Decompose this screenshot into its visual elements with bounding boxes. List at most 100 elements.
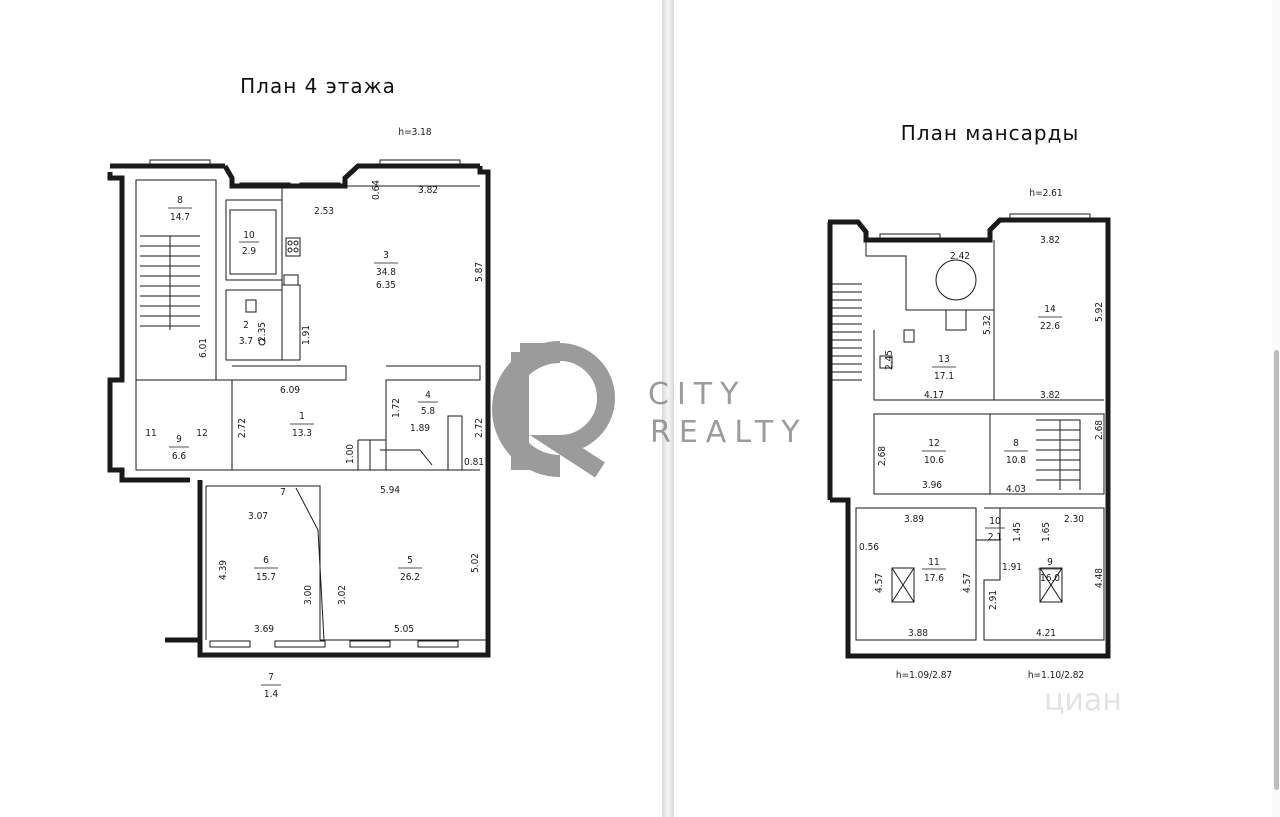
dimension-label: 7 [280, 487, 286, 498]
dimension-label: 5.94 [380, 485, 400, 496]
dimension-label: 1.65 [1041, 522, 1052, 542]
dimension-label: 2.45 [884, 350, 895, 370]
dimension-label: h=1.09/2.87 [896, 670, 952, 681]
dimension-label: 0.64 [371, 180, 382, 200]
dimension-label: 6 [263, 555, 269, 566]
inner-walls-attic [855, 240, 1105, 641]
dimension-label: 3 [383, 250, 389, 261]
dimension-label: 10.8 [1006, 455, 1026, 466]
staircase-attic [832, 283, 1081, 490]
dimension-label: 1.00 [345, 444, 356, 464]
dimension-label: 5.87 [474, 262, 485, 282]
dimension-label: 4.48 [1094, 568, 1105, 588]
dimension-label: 4 [425, 390, 431, 401]
dimension-label: 13.3 [292, 428, 312, 439]
dimension-label: 17.1 [934, 371, 954, 382]
dimension-label: 2.42 [950, 251, 970, 262]
windows-attic [879, 213, 1091, 241]
scrollbar[interactable] [1272, 0, 1280, 817]
dimension-label: 3.89 [904, 514, 924, 525]
windows-4 [149, 159, 461, 648]
watermark-city: CITY [648, 377, 746, 412]
ceiling-height-4: h=3.18 [398, 127, 432, 138]
city-realty-watermark: CITY REALTY [492, 341, 808, 478]
plan-4th-floor: План 4 этажа h=3.18 [107, 74, 491, 700]
dimension-label: 2.72 [237, 418, 248, 438]
dimension-label: 2.68 [877, 446, 888, 466]
dimension-label: 2.30 [1064, 514, 1084, 525]
dimension-label: 10.6 [924, 455, 944, 466]
dimension-label: 6.35 [376, 280, 396, 291]
watermark-realty: REALTY [650, 415, 808, 450]
dimension-label: 3.69 [254, 624, 274, 635]
dimension-label: 2 [243, 320, 249, 331]
dimension-label: 5.05 [394, 624, 414, 635]
plan-attic: План мансарды h=2.61 [827, 121, 1111, 681]
dimension-label: 3.07 [248, 511, 268, 522]
watermark-r-mark [511, 343, 615, 478]
plan-attic-title: План мансарды [901, 121, 1080, 145]
dimension-label: 1.45 [1012, 522, 1023, 542]
dimension-label: 26.2 [400, 572, 420, 583]
dimension-label: 5 [407, 555, 413, 566]
dimension-label: 2.9 [242, 246, 257, 257]
dimension-label: 5.8 [421, 406, 436, 417]
dimension-label: 2.1 [988, 532, 1002, 543]
dimension-label: 6.01 [198, 338, 209, 358]
dimension-label: 4.17 [924, 390, 944, 401]
dimension-label: 3.82 [1040, 390, 1060, 401]
dimension-label: 3.82 [1040, 235, 1060, 246]
dimension-label: 6.09 [280, 385, 300, 396]
dimension-label: 2.91 [988, 590, 999, 610]
dimension-label: h=1.10/2.82 [1028, 670, 1084, 681]
dimension-label: 15.7 [256, 572, 276, 583]
dimension-label: 5.92 [1094, 302, 1105, 322]
dimension-label: 3.7 [239, 336, 253, 347]
cian-watermark: циан [1044, 683, 1122, 718]
ceiling-height-attic: h=2.61 [1029, 188, 1062, 199]
dimension-label: 10 [243, 230, 255, 241]
dimension-label: 22.6 [1040, 321, 1060, 332]
dimension-label: 16.0 [1040, 573, 1060, 584]
dimension-label: 14.7 [170, 212, 190, 223]
dimension-label: 1.91 [301, 325, 312, 345]
dimension-label: 4.57 [874, 573, 885, 593]
dimension-label: 0.56 [859, 542, 879, 553]
dimension-label: 4.21 [1036, 628, 1056, 639]
labels-attic: 3.82 2.42 14 22.6 5.92 5.32 2.45 13 17.1… [859, 235, 1105, 681]
fixtures-4 [245, 237, 301, 346]
dimension-label: 8 [177, 195, 183, 206]
dimension-label: 9 [176, 434, 182, 445]
dimension-label: 5.02 [470, 553, 481, 573]
dimension-label: 3.02 [337, 585, 348, 605]
dimension-label: 2.53 [314, 206, 334, 217]
labels-4: 8 14.7 10 2.9 3 34.8 6.35 2 3.7 2.35 2.5… [145, 180, 485, 700]
dimension-label: 1.91 [1002, 562, 1022, 573]
dimension-label: 7 [268, 672, 274, 683]
outer-wall-attic [827, 217, 1111, 659]
dimension-label: 4.03 [1006, 484, 1026, 495]
dimension-label: 1.89 [410, 423, 430, 434]
dimension-label: 17.6 [924, 573, 944, 584]
scrollbar-thumb[interactable] [1274, 350, 1279, 790]
dimension-label: 12 [196, 428, 207, 439]
dimension-label: 3.00 [303, 585, 314, 605]
dimension-label: 5.32 [982, 315, 993, 335]
page-right [674, 0, 1280, 817]
dimension-label: 11 [145, 428, 156, 439]
dimension-label: 2.68 [1094, 420, 1105, 440]
dimension-label: 3.96 [922, 480, 942, 491]
dimension-label: 3.88 [908, 628, 928, 639]
dimension-label: 2.35 [257, 322, 268, 342]
dimension-label: 9 [1047, 557, 1053, 568]
dimension-label: 2.72 [474, 418, 485, 438]
outer-wall [107, 166, 491, 658]
inner-walls [135, 179, 488, 641]
dimension-label: 1.72 [391, 398, 402, 418]
dimension-label: 13 [938, 354, 949, 365]
dimension-label: 4.57 [962, 573, 973, 593]
dimension-label: 1.4 [264, 689, 279, 700]
dimension-label: 4.39 [218, 560, 229, 580]
dimension-label: 1 [299, 411, 305, 422]
